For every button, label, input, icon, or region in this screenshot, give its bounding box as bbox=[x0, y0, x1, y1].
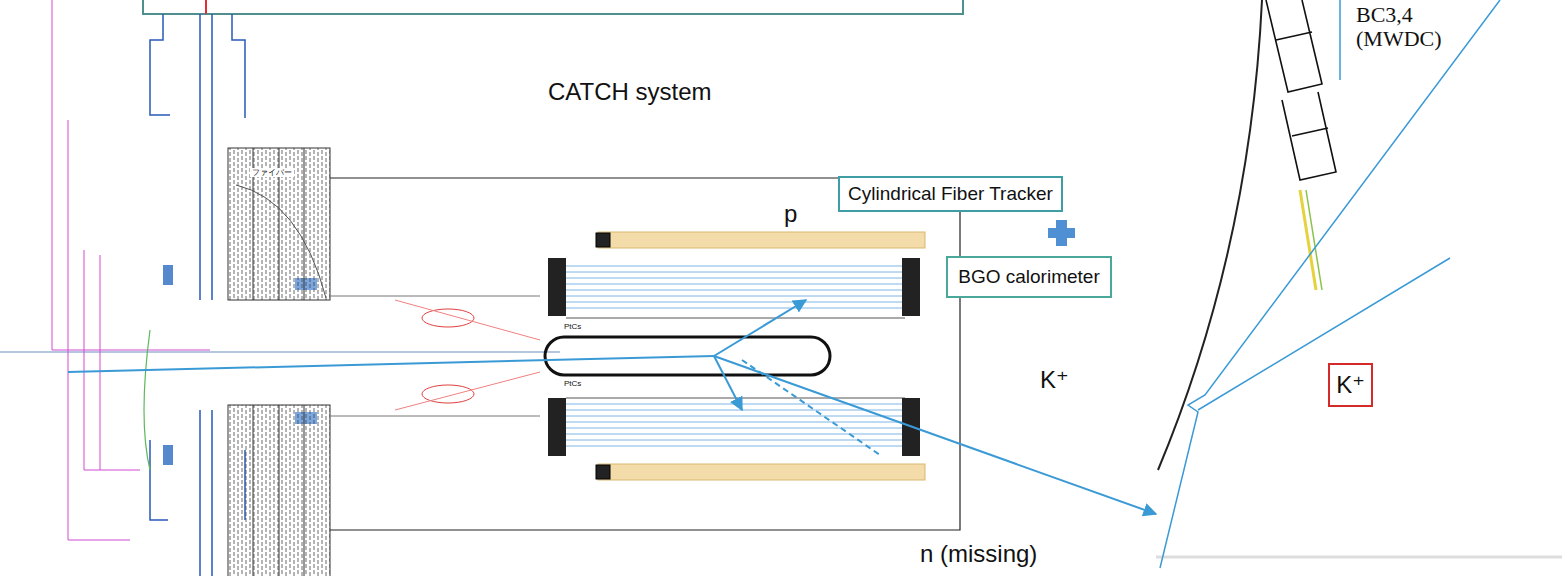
box-text: K⁺ bbox=[1336, 371, 1365, 399]
housing-outline bbox=[330, 178, 960, 530]
beam-track bbox=[68, 356, 714, 372]
bgo-crystal bbox=[598, 232, 925, 248]
panel-edge bbox=[1156, 556, 1562, 559]
particle-label: n (missing) bbox=[918, 540, 1039, 568]
fiber-connector bbox=[902, 258, 920, 316]
seal-ring bbox=[422, 385, 474, 403]
bgo-crystal bbox=[598, 464, 925, 480]
particle-label: p bbox=[782, 200, 799, 228]
dimension-line bbox=[52, 0, 210, 540]
system-title: CATCH system bbox=[548, 78, 712, 106]
pmt-block bbox=[596, 233, 610, 247]
part-label: ファイバー bbox=[250, 168, 294, 177]
pipe-wall bbox=[330, 296, 540, 416]
callout-box: Cylindrical Fiber Tracker bbox=[838, 176, 1063, 212]
target-cone bbox=[395, 300, 540, 410]
fiber-connector bbox=[548, 398, 566, 456]
counter-bar bbox=[1306, 190, 1322, 290]
brace-line bbox=[1339, 0, 1341, 80]
fiber-connector bbox=[548, 258, 566, 316]
seal-ring bbox=[422, 309, 474, 327]
magnet-edge bbox=[1158, 0, 1262, 470]
flange-part bbox=[163, 265, 173, 285]
block-divider bbox=[253, 148, 304, 576]
plus-symbol bbox=[1056, 220, 1067, 246]
kaon-track bbox=[714, 356, 1156, 514]
cable-line bbox=[144, 330, 150, 470]
callout-box: BGO calorimeter bbox=[946, 256, 1112, 298]
flange-part bbox=[163, 445, 173, 465]
box-text: Cylindrical Fiber Tracker bbox=[848, 183, 1053, 205]
highlight-box: K⁺ bbox=[1328, 363, 1373, 407]
pmt-block bbox=[596, 465, 610, 479]
particle-label: K⁺ bbox=[1038, 366, 1071, 394]
brace-line bbox=[1160, 0, 1500, 568]
box-text: BGO calorimeter bbox=[958, 266, 1100, 288]
frame-box bbox=[143, 0, 963, 14]
part-label: PtCs bbox=[562, 379, 583, 388]
mwdc-chamber bbox=[1266, 0, 1336, 180]
part-label: PtCs bbox=[562, 322, 583, 331]
detector-label: BC3,4 (MWDC) bbox=[1356, 3, 1466, 51]
pipe-mark bbox=[205, 0, 207, 14]
fiber-layer bbox=[566, 266, 905, 446]
proton-track bbox=[714, 300, 806, 356]
fiber-curve bbox=[236, 185, 326, 298]
neutron-track bbox=[742, 360, 880, 455]
